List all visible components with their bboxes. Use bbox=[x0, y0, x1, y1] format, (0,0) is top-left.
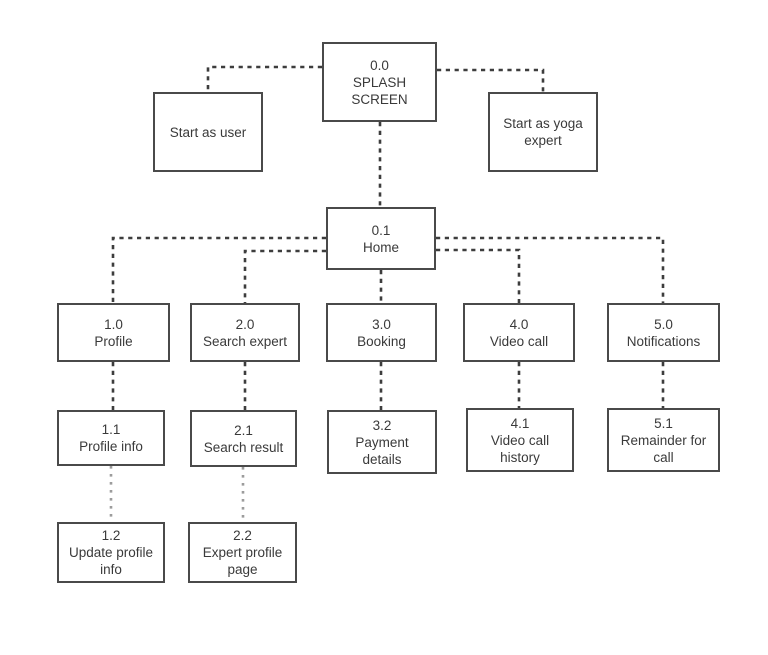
node-start-as-user: Start as user bbox=[153, 92, 263, 172]
node-search-result: 2.1 Search result bbox=[190, 410, 297, 467]
node-video-call-history: 4.1 Video call history bbox=[466, 408, 574, 472]
node-notifications: 5.0 Notifications bbox=[607, 303, 720, 362]
node-profile-info: 1.1 Profile info bbox=[57, 410, 165, 466]
edge-home-search-expert bbox=[243, 249, 326, 303]
node-code: 1.1 bbox=[101, 422, 121, 437]
node-label: Profile bbox=[94, 333, 133, 349]
node-label: Search expert bbox=[202, 333, 288, 349]
node-label: Start as user bbox=[169, 124, 247, 140]
node-payment-details: 3.2 Payment details bbox=[327, 410, 437, 474]
node-code: 3.2 bbox=[372, 417, 392, 433]
node-code: 1.2 bbox=[101, 528, 121, 543]
node-label: Notifications bbox=[626, 333, 701, 349]
node-code: 2.2 bbox=[233, 528, 252, 543]
node-label: Start as yoga expert bbox=[503, 116, 583, 148]
node-label: Booking bbox=[357, 333, 406, 349]
edge-home-notifications bbox=[436, 236, 665, 303]
node-search-expert: 2.0 Search expert bbox=[190, 303, 300, 362]
node-code: 2.0 bbox=[235, 316, 255, 332]
edge-splash-start-yoga-expert bbox=[437, 68, 545, 92]
node-label: Search result bbox=[203, 439, 284, 455]
node-label: Update profile info bbox=[68, 545, 154, 577]
edge-home-profile bbox=[111, 236, 326, 303]
node-code: 5.0 bbox=[654, 316, 673, 332]
node-splash-screen: 0.0 SPLASH SCREEN bbox=[322, 42, 437, 122]
node-code: 1.0 bbox=[104, 316, 123, 332]
node-profile: 1.0 Profile bbox=[57, 303, 170, 362]
node-code: 3.0 bbox=[372, 316, 391, 332]
node-code: 2.1 bbox=[234, 422, 253, 438]
edge-home-video-call bbox=[436, 248, 521, 303]
node-code: 5.1 bbox=[654, 415, 673, 431]
node-code: 4.1 bbox=[510, 415, 530, 431]
node-label: Expert profile page bbox=[202, 545, 283, 577]
node-home: 0.1 Home bbox=[326, 207, 436, 270]
node-label: Video call history bbox=[490, 432, 550, 465]
node-label: Payment details bbox=[355, 434, 409, 467]
node-code: 4.0 bbox=[509, 316, 529, 332]
node-label: Home bbox=[362, 239, 399, 255]
node-start-as-yoga-expert: Start as yoga expert bbox=[488, 92, 598, 172]
edge-splash-start-user bbox=[206, 65, 322, 92]
node-booking: 3.0 Booking bbox=[326, 303, 437, 362]
node-label: Remainder for call bbox=[620, 432, 707, 465]
node-code: 0.1 bbox=[371, 222, 391, 238]
node-update-profile-info: 1.2 Update profile info bbox=[57, 522, 165, 583]
node-expert-profile-page: 2.2 Expert profile page bbox=[188, 522, 297, 583]
node-label: SPLASH SCREEN bbox=[351, 74, 408, 107]
node-label: Profile info bbox=[79, 439, 143, 454]
node-video-call: 4.0 Video call bbox=[463, 303, 575, 362]
node-remainder-for-call: 5.1 Remainder for call bbox=[607, 408, 720, 472]
node-label: Video call bbox=[489, 333, 549, 349]
node-code: 0.0 bbox=[370, 57, 389, 73]
